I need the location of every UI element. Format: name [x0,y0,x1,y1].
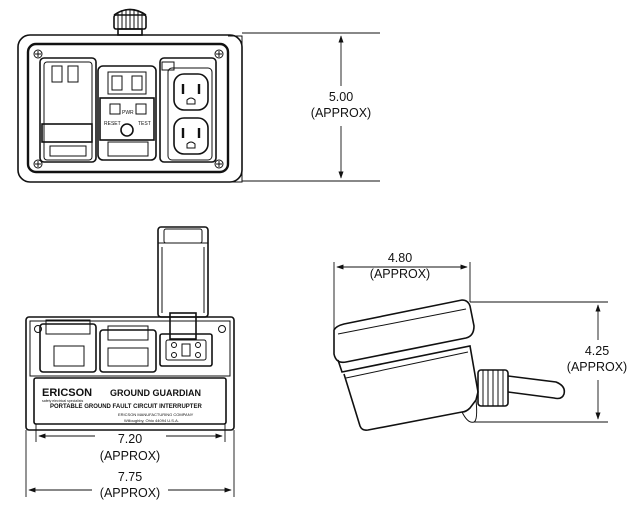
width-outer-dimension: 7.75 (APPROX) [25,430,235,500]
company-name: ERICSON MANUFACTURING COMPANY [118,412,194,417]
raised-lid [157,226,209,340]
indicator-light [120,123,134,137]
height-side-value: 4.25 [585,344,609,358]
reset-label: RESET [104,121,121,127]
width-outer-value: 7.75 [118,470,142,484]
product-description: PORTABLE GROUND FAULT CIRCUIT INTERRUPTE… [50,404,202,410]
strain-relief [477,369,509,407]
open-cover-view: ERICSON safety electrical specialists GR… [25,226,235,500]
height-front-note: (APPROX) [311,106,371,120]
duplex-outlet [159,57,217,163]
lower-housing [25,316,235,431]
depth-side-note: (APPROX) [370,267,430,281]
width-inner-value: 7.20 [118,432,142,446]
nameplate: ERICSON safety electrical specialists GR… [33,377,227,425]
height-side-dimension: 4.25 (APPROX) [470,301,627,423]
lower-left-outlet [39,319,97,373]
faceplate-screw [33,49,224,169]
product-name: GROUND GUARDIAN [110,388,201,398]
gfci-module: RESET PWR TEST [97,65,157,161]
height-front-value: 5.00 [329,90,353,104]
lower-gfci-module [99,325,157,373]
lower-receptacle [159,333,213,367]
side-view: 4.80 (APPROX) 4.25 (APPROX) [333,251,627,431]
power-cord [507,375,566,400]
left-outlet-cover [39,57,97,163]
height-front-dimension: 5.00 (APPROX) [242,32,380,182]
width-inner-dimension: 7.20 (APPROX) [35,424,226,463]
depth-side-value: 4.80 [388,251,412,265]
pwr-label: PWR [122,110,134,116]
brand-tagline: safety electrical specialists [42,399,83,403]
company-location: Willoughby, Ohio 44094 U.S.A. [124,418,179,423]
height-side-note: (APPROX) [567,360,627,374]
side-lid [333,299,475,364]
depth-side-dimension: 4.80 (APPROX) [333,251,471,330]
front-view: RESET PWR TEST 5.00 (APPR [17,8,380,183]
width-outer-note: (APPROX) [100,486,160,500]
brand-name: ERICSON [42,387,92,399]
control-knob [113,8,147,36]
front-faceplate [26,42,230,174]
test-label: TEST [138,121,151,127]
width-inner-note: (APPROX) [100,449,160,463]
